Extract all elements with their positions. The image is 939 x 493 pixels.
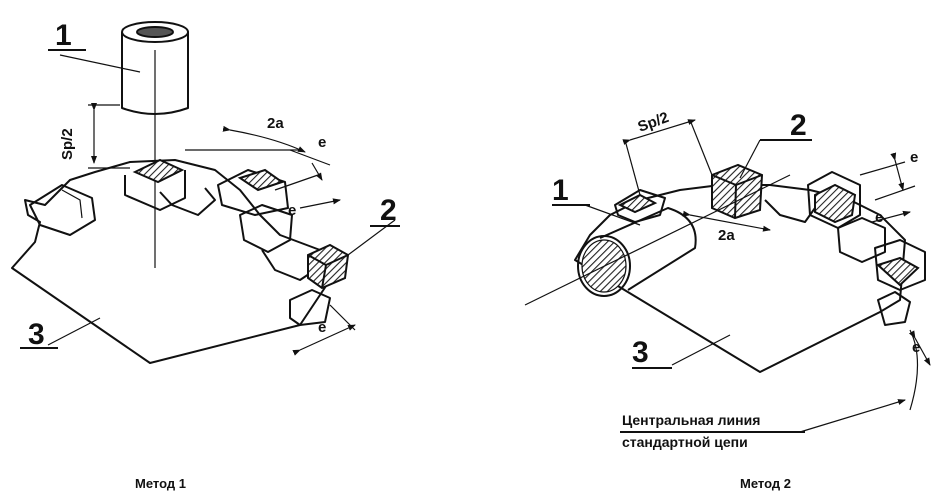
tooth-1a bbox=[29, 184, 96, 236]
dim-e-top-m1: e bbox=[318, 134, 326, 151]
dim-e-mid-m2: e bbox=[875, 209, 883, 226]
tooth-2b bbox=[764, 199, 816, 223]
dim-e-top-m2: e bbox=[910, 149, 918, 166]
tooth-2f bbox=[877, 291, 911, 326]
callout-3-m1: 3 bbox=[28, 318, 45, 351]
caption-method-2: Метод 2 bbox=[740, 476, 791, 491]
tooth-1d bbox=[239, 204, 293, 253]
sprocket-disc-2 bbox=[574, 184, 906, 373]
tooth-2c bbox=[807, 171, 861, 229]
dim-e-bot-m1: e bbox=[318, 319, 326, 336]
callout-2-m2: 2 bbox=[790, 109, 807, 142]
callout-1-m1: 1 bbox=[55, 19, 72, 52]
tooth-2d bbox=[837, 217, 886, 263]
caption-method-1: Метод 1 bbox=[135, 476, 186, 491]
callout-2-m1: 2 bbox=[380, 194, 397, 227]
tooth-1f bbox=[289, 289, 331, 326]
central-line-note-2: стандартной цепи bbox=[622, 434, 748, 450]
callout-1-m2: 1 bbox=[552, 174, 569, 207]
sprocket-disc-1 bbox=[11, 159, 331, 364]
measured-tooth-2 bbox=[711, 163, 764, 220]
tooth-1b bbox=[159, 187, 216, 216]
tooth-2a bbox=[614, 189, 666, 223]
method-2-diagram: 1 2 3 Sр/2 2a e e e Центральная линия ст… bbox=[524, 109, 931, 491]
dim-offset-m2: Sр/2 bbox=[636, 109, 672, 136]
measured-tooth-1 bbox=[307, 243, 350, 290]
dim-width-m2: 2a bbox=[718, 227, 735, 244]
method-1-diagram: 1 2 3 Sр/2 2a e e e Метод 1 bbox=[11, 19, 400, 491]
central-line-note-1: Центральная линия bbox=[622, 412, 760, 428]
dim-e-bot-m2: e bbox=[912, 339, 920, 356]
callout-3-m2: 3 bbox=[632, 336, 649, 369]
measuring-tip-2 bbox=[577, 207, 697, 297]
tooth-2e bbox=[874, 239, 926, 291]
dim-width-m1: 2a bbox=[267, 115, 284, 132]
dim-e-mid-m1: e bbox=[288, 202, 296, 219]
contact-pad-1 bbox=[132, 158, 185, 184]
dim-offset-m1: Sр/2 bbox=[59, 128, 76, 160]
tooth-1c bbox=[217, 169, 289, 216]
